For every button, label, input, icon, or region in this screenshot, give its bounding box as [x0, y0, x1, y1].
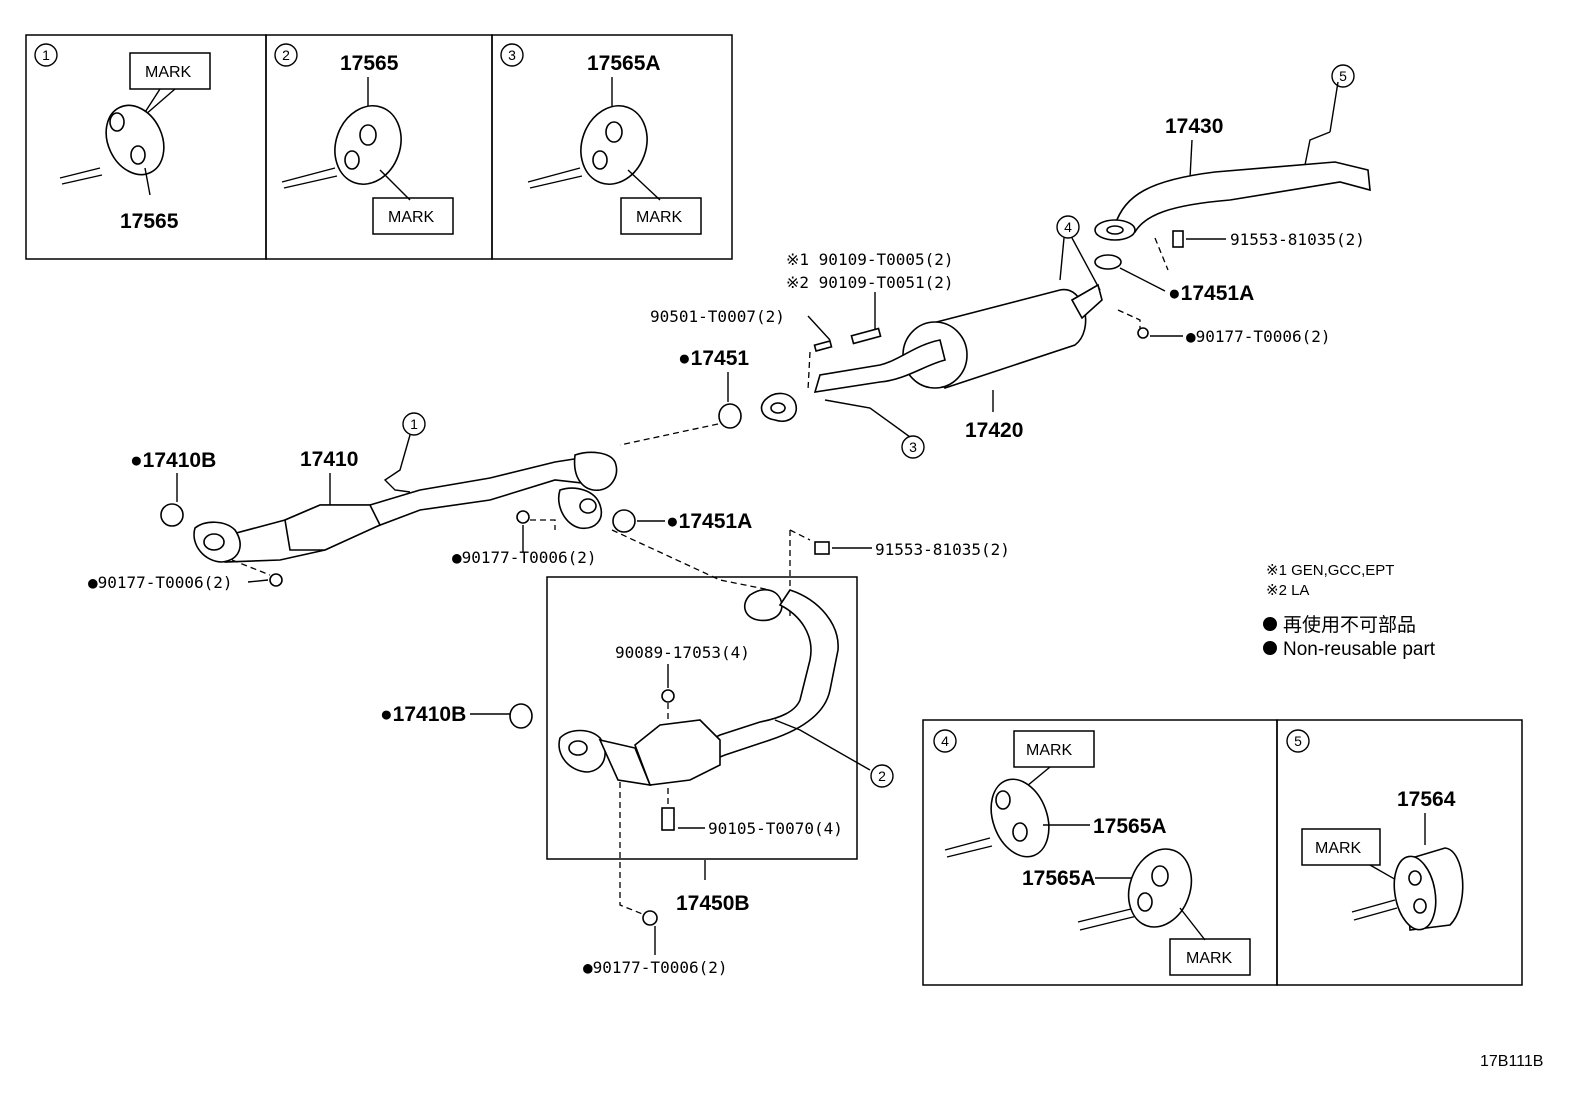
- callout-3: 3: [909, 439, 917, 455]
- legend-japanese: 再使用不可部品: [1283, 614, 1416, 636]
- gasket-17410b-bottom: ●17410B: [380, 703, 533, 729]
- front-pipe-label: 17410: [300, 448, 358, 471]
- bolt-icon: [814, 541, 830, 555]
- detail-panel-2: 2 17565 MARK: [265, 34, 493, 260]
- bolt-top-label: 91553-81035(2): [1230, 230, 1365, 249]
- hanger-17565a-icon: [1127, 848, 1193, 928]
- legend-notes: ※1 GEN,GCC,EPT ※2 LA 再使用不可部品 Non-reusabl…: [1263, 562, 1436, 660]
- panel-5-number: 5: [1294, 733, 1302, 749]
- nut-icon: [642, 910, 658, 926]
- nut-icon: [516, 510, 530, 524]
- panel-3-number: 3: [508, 47, 516, 63]
- nut-icon: [1137, 327, 1149, 339]
- non-reusable-bullet-icon: [1263, 641, 1277, 655]
- tail-pipe-17430: 17430 5 91553-81035(2) ●17451A: [1094, 64, 1371, 305]
- flange-icon: [743, 589, 783, 622]
- panel-3-part-label: 17565A: [587, 52, 661, 75]
- front-pipe-17450b-box: 2 90089-17053(4) 90105-T0070(4) 17450B ●…: [546, 576, 894, 977]
- nut-mid-label: ●90177-T0006(2): [452, 548, 597, 567]
- panel-5-mark-label: MARK: [1315, 840, 1362, 857]
- hanger-17565a-icon: [580, 105, 648, 185]
- center-pipe-area: ※1 90109-T0005(2) ※2 90109-T0051(2) 9050…: [619, 250, 954, 459]
- spring-label: 90501-T0007(2): [650, 307, 785, 326]
- detail-panel-1: 1 MARK 17565: [25, 34, 267, 260]
- diagram-id: 17B111B: [1480, 1053, 1543, 1070]
- panel-4-part-a: 17565A: [1093, 815, 1167, 838]
- callout-5: 5: [1339, 68, 1347, 84]
- nut-icon: [661, 689, 675, 703]
- panel-2-mark-label: MARK: [388, 209, 435, 226]
- gasket-17410b-bottom-label: ●17410B: [380, 703, 466, 726]
- gasket-icon: [718, 403, 742, 429]
- catalytic-converter-icon: [634, 719, 721, 786]
- muffler-label: 17420: [965, 419, 1023, 442]
- bolt-icon: [661, 807, 675, 831]
- bolt-90105-label: 90105-T0070(4): [708, 819, 843, 838]
- gasket-17451a-mid-label: ●17451A: [666, 510, 752, 533]
- gasket-17410b-top-label: ●17410B: [130, 449, 216, 472]
- front-pipe-17410: 17410 1 ●17410B ●90177-T0006(2) ●90177-T…: [88, 412, 1010, 620]
- panel-4-mark-b: MARK: [1186, 950, 1233, 967]
- note-1-bolt-label: ※1 90109-T0005(2): [786, 250, 954, 269]
- catalytic-converter-icon: [284, 504, 382, 551]
- bolt-mid-label: 91553-81035(2): [875, 540, 1010, 559]
- panel-2-part-label: 17565: [340, 52, 399, 75]
- hanger-17565a-icon: [990, 778, 1050, 858]
- bolt-icon: [1172, 230, 1184, 248]
- nut-bottom-label: ●90177-T0006(2): [583, 958, 728, 977]
- nut-top-label: ●90177-T0006(2): [1186, 327, 1331, 346]
- nut-90089-label: 90089-17053(4): [615, 643, 750, 662]
- callout-1: 1: [410, 416, 418, 432]
- note-1: ※1 GEN,GCC,EPT: [1266, 562, 1394, 579]
- note-2: ※2 LA: [1266, 582, 1309, 599]
- panel-4-mark-a: MARK: [1026, 742, 1073, 759]
- panel-1-number: 1: [42, 47, 50, 63]
- panel-4-part-b: 17565A: [1022, 867, 1096, 890]
- gasket-17451a-top-label: ●17451A: [1168, 282, 1254, 305]
- panel-1-part-label: 17565: [120, 210, 179, 233]
- gasket-17451-label: ●17451: [678, 347, 749, 370]
- gasket-icon: [160, 503, 184, 527]
- bolt-icon: [850, 327, 882, 345]
- nut-left-label: ●90177-T0006(2): [88, 573, 233, 592]
- note-2-bolt-label: ※2 90109-T0051(2): [786, 273, 954, 292]
- muffler-17420: 4 ●90177-T0006(2) 17420: [813, 215, 1331, 442]
- spring-icon: [813, 340, 833, 352]
- detail-panel-5: 5 17564 MARK: [1276, 719, 1523, 986]
- legend-english: Non-reusable part: [1283, 639, 1436, 660]
- gasket-icon: [509, 703, 533, 729]
- panel-4-number: 4: [941, 733, 949, 749]
- detail-panel-3: 3 17565A MARK: [491, 34, 733, 260]
- callout-4: 4: [1064, 219, 1072, 235]
- hanger-17565-icon: [105, 104, 165, 176]
- callout-2: 2: [878, 768, 886, 784]
- gasket-icon: [1094, 254, 1122, 270]
- detail-panel-4: 4 MARK 17565A 17565A MARK: [922, 719, 1278, 986]
- non-reusable-bullet-icon: [1263, 617, 1277, 631]
- panel-5-part-label: 17564: [1397, 788, 1456, 811]
- front-pipe-b-label: 17450B: [676, 892, 750, 915]
- panel-2-number: 2: [282, 47, 290, 63]
- nut-icon: [269, 573, 283, 587]
- panel-1-mark-label: MARK: [145, 64, 192, 81]
- tail-pipe-label: 17430: [1165, 115, 1223, 138]
- gasket-icon: [612, 509, 636, 533]
- panel-3-mark-label: MARK: [636, 209, 683, 226]
